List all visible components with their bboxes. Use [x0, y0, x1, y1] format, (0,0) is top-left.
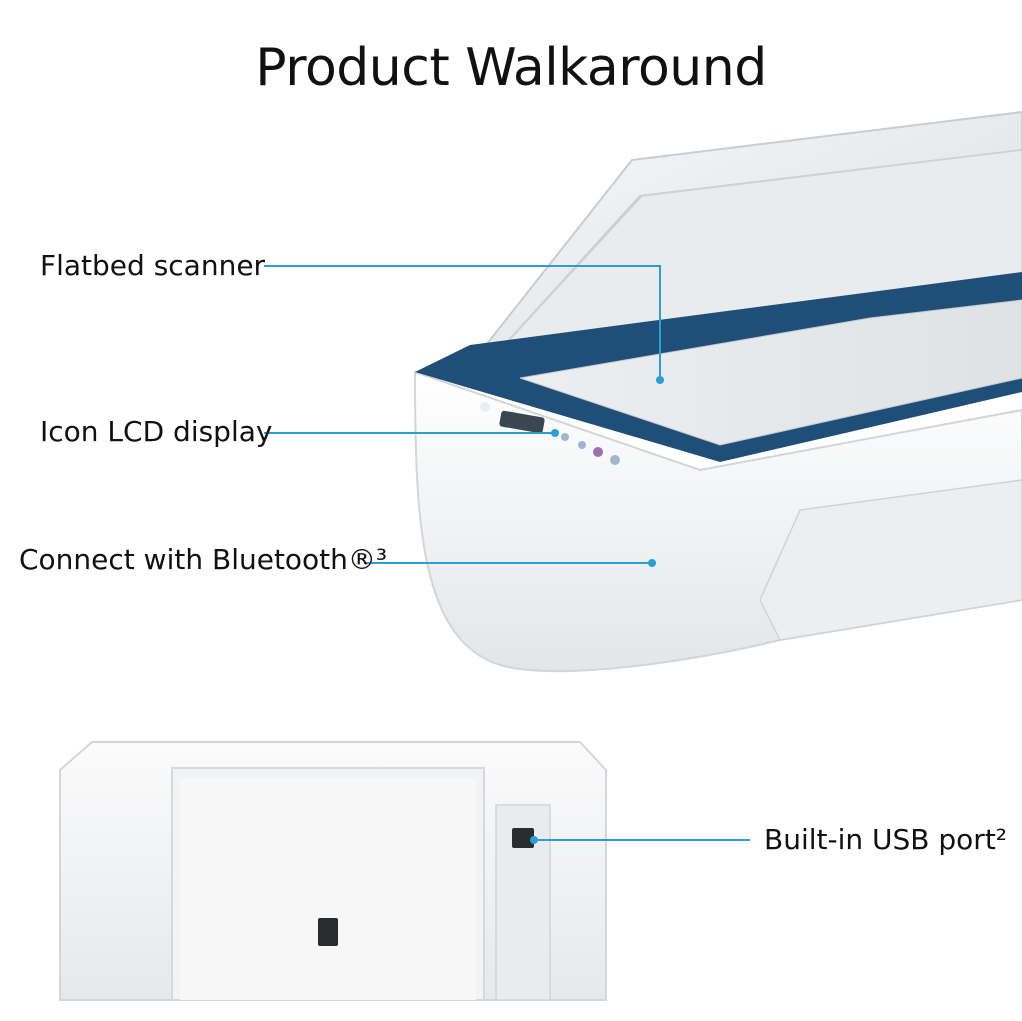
callout-flatbed-scanner: Flatbed scanner [40, 249, 266, 282]
callout-usb-port: Built-in USB port² [764, 823, 1008, 856]
panel-button-icon [610, 455, 620, 465]
power-port-icon [318, 918, 338, 946]
scanner-glass [519, 299, 1022, 446]
lcd-display [499, 410, 545, 434]
page-title: Product Walkaround [255, 38, 767, 98]
printer-front-view [413, 110, 1022, 673]
panel-button-icon [593, 447, 603, 457]
callout-icon-lcd-display: Icon LCD display [40, 415, 273, 448]
rear-access-door-inner [180, 778, 476, 1000]
leader-flatbed-scanner [264, 265, 661, 380]
leader-dot [551, 429, 559, 437]
output-tray [759, 479, 1022, 641]
callout-bluetooth: Connect with Bluetooth®³ [19, 543, 388, 576]
callout-leader-lines [264, 265, 750, 841]
leader-dot [648, 559, 656, 567]
panel-button-icon [578, 441, 586, 449]
printer-rear-view [59, 741, 607, 1001]
panel-button-icon [561, 433, 569, 441]
leader-dot [530, 836, 538, 844]
leader-dot [656, 376, 664, 384]
usb-port-icon [512, 828, 534, 848]
power-button-icon [480, 402, 490, 412]
